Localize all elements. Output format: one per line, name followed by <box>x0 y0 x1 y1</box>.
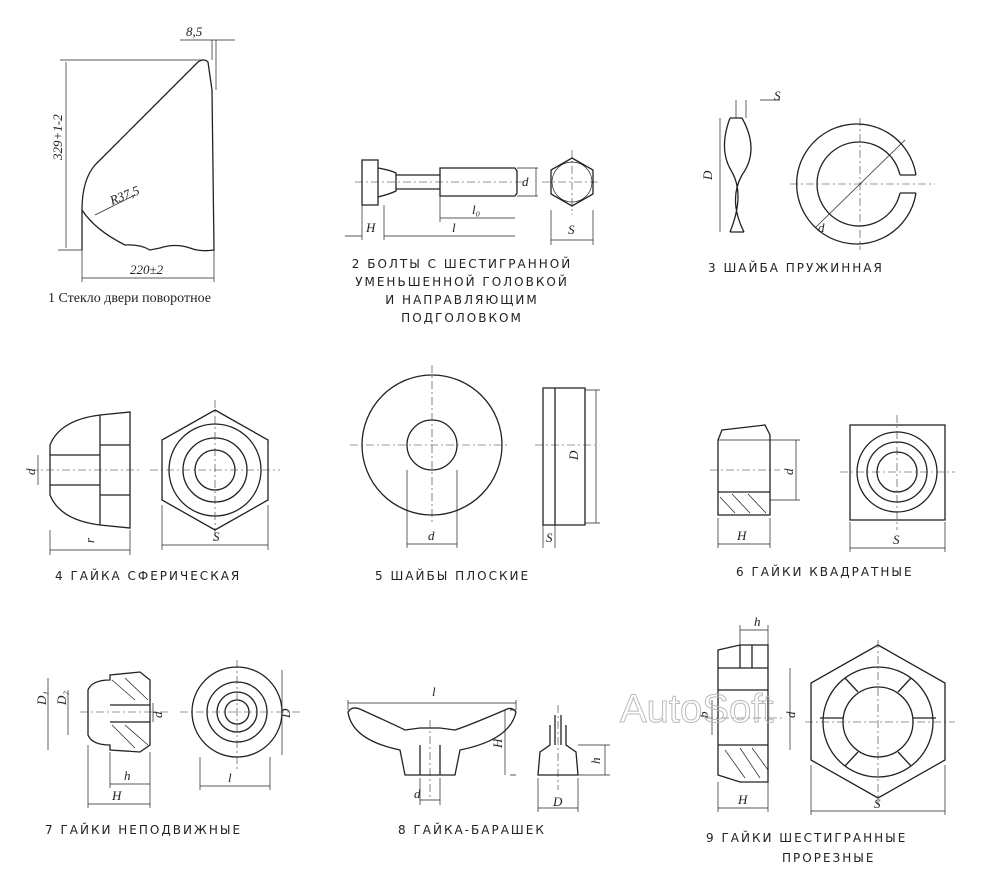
figure-9-castle-nut: h b d H S 9 ГАЙКИ ШЕСТИГРАННЫЕ ПРОРЕЗНЫЕ <box>696 614 955 865</box>
figure-3-spring-washer: S D d 3 ШАЙБА ПРУЖИННАЯ <box>700 88 935 275</box>
dim-l: l <box>432 684 436 699</box>
figure-1-door-glass: 8,5 329+1-2 R37,5 220±2 1 Стекло двери п… <box>48 24 235 306</box>
dim-height: 329+1-2 <box>50 114 65 161</box>
figure-3-caption: 3 ШАЙБА ПРУЖИННАЯ <box>708 260 884 275</box>
dim-D: D <box>278 708 293 719</box>
watermark-logo: AutoSoft <box>620 687 773 731</box>
figure-8-caption: 8 ГАЙКА-БАРАШЕК <box>398 822 546 837</box>
dim-D2: D₂ <box>54 691 69 706</box>
figure-9-caption-line-1: 9 ГАЙКИ ШЕСТИГРАННЫЕ <box>706 830 907 845</box>
figure-7-fixed-nut: D₁ D₂ d h H l D 7 ГАЙКИ НЕПОДВИЖНЫЕ <box>34 660 300 837</box>
dim-h: h <box>588 758 603 765</box>
dim-D: D <box>552 794 563 809</box>
dim-l: l <box>228 770 232 785</box>
dim-h: h <box>754 614 761 629</box>
dim-radius: R37,5 <box>107 182 142 208</box>
dim-l: l <box>452 220 456 235</box>
dim-H: H <box>365 220 376 235</box>
dim-d: d <box>414 786 421 801</box>
dim-H: H <box>490 738 505 749</box>
dim-D: D <box>700 170 715 181</box>
dim-D: D <box>566 450 581 461</box>
figure-2-bolt: H l l₀ d S 2 БОЛТЫ С ШЕСТИГРАННОЙ УМЕНЬШ… <box>345 150 600 325</box>
dim-d: d <box>818 220 825 235</box>
dim-S: S <box>874 796 881 811</box>
dim-d: d <box>783 711 798 718</box>
dim-S: S <box>893 532 900 547</box>
figure-6-square-nut: d H S 6 ГАЙКИ КВАДРАТНЫЕ <box>710 415 955 579</box>
dim-S: S <box>546 530 553 545</box>
figure-1-caption: 1 Стекло двери поворотное <box>48 291 211 306</box>
figure-4-caption: 4 ГАЙКА СФЕРИЧЕСКАЯ <box>55 568 241 583</box>
figure-4-cap-nut: d r S 4 ГАЙКА СФЕРИЧЕСКАЯ <box>23 400 280 583</box>
dim-d: d <box>781 468 796 475</box>
figure-9-caption-line-2: ПРОРЕЗНЫЕ <box>782 851 875 865</box>
figure-5-caption: 5 ШАЙБЫ ПЛОСКИЕ <box>375 568 530 583</box>
dim-d: d <box>428 528 435 543</box>
dim-H: H <box>111 788 122 803</box>
dim-S: S <box>568 222 575 237</box>
dim-d: d <box>23 468 38 475</box>
dim-l0: l₀ <box>472 202 480 217</box>
dim-H: H <box>736 528 747 543</box>
figure-2-caption-line-4: ПОДГОЛОВКОМ <box>401 311 523 325</box>
dim-H: H <box>737 792 748 807</box>
dim-width: 220±2 <box>130 262 164 277</box>
dim-d: d <box>522 174 529 189</box>
dim-h: h <box>124 768 131 783</box>
figure-5-flat-washer: d S D 5 ШАЙБЫ ПЛОСКИЕ <box>350 365 600 583</box>
dim-D1: D₁ <box>34 691 49 706</box>
figure-8-wing-nut: l H d h D 8 ГАЙКА-БАРАШЕК <box>347 684 610 837</box>
dim-r: r <box>82 537 97 543</box>
dim-S: S <box>213 529 220 544</box>
figure-2-caption-line-1: 2 БОЛТЫ С ШЕСТИГРАННОЙ <box>352 256 572 271</box>
dim-8-5: 8,5 <box>186 24 203 39</box>
figure-2-caption-line-2: УМЕНЬШЕННОЙ ГОЛОВКОЙ <box>355 274 569 289</box>
dim-d: d <box>150 711 165 718</box>
figure-7-caption: 7 ГАЙКИ НЕПОДВИЖНЫЕ <box>45 822 242 837</box>
dim-S: S <box>774 88 781 103</box>
figure-2-caption-line-3: И НАПРАВЛЯЮЩИМ <box>385 293 539 307</box>
dim-b: b <box>696 711 711 718</box>
figure-6-caption: 6 ГАЙКИ КВАДРАТНЫЕ <box>736 564 914 579</box>
